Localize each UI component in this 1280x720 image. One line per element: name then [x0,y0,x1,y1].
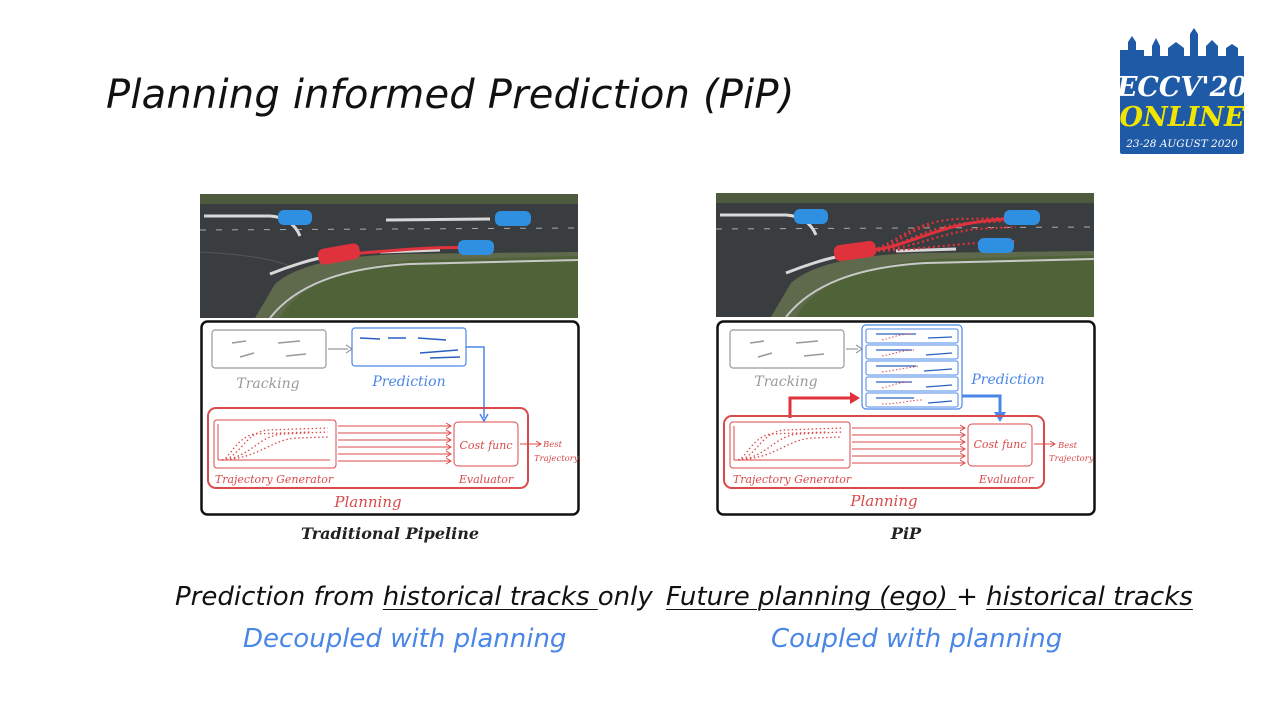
slide-title: Planning informed Prediction (PiP) [106,72,795,118]
cost-func-label: Cost func [973,438,1026,451]
pip-pipeline-diagram: Tracking Prediction Trajectory Generator [716,320,1096,516]
left-road-image [200,194,578,318]
cost-func-box [453,421,519,467]
trajectory-label: Trajectory [534,454,579,464]
logo-dates: 23-28 AUGUST 2020 [1125,138,1238,150]
trajectory-generator-label: Trajectory Generator [215,473,334,486]
prediction-box [861,324,963,410]
trajectory-label: Trajectory [1049,454,1094,464]
eccv-logo: ECCV'20 ONLINE 23-28 AUGUST 2020 [1118,28,1246,154]
tracking-label: Tracking [754,374,817,390]
trajectory-generator-box [729,421,851,469]
planning-box [723,415,1045,489]
cost-func-box [967,423,1033,467]
left-subtitle: Decoupled with planning [243,624,567,654]
right-statement-underlined-1: Future planning (ego) [666,582,957,612]
right-statement-plus: + [956,582,987,612]
left-statement: Prediction from historical tracks only [175,582,653,612]
left-caption: Traditional Pipeline [300,524,480,543]
tracking-box [729,329,845,369]
left-statement-plain-1: Prediction from [175,582,383,612]
planning-box [207,407,529,489]
logo-subtitle: ONLINE [1119,102,1244,133]
logo-name: ECCV'20 [1118,72,1246,103]
best-label: Best [542,440,563,450]
prediction-label: Prediction [371,374,445,390]
planning-label: Planning [849,492,917,510]
trajectory-generator-box [213,419,337,469]
planning-label: Planning [333,493,401,511]
traditional-pipeline-diagram: Tracking Prediction Trajectory Generator… [200,320,580,516]
right-subtitle: Coupled with planning [771,624,1063,654]
tracking-label: Tracking [236,376,299,392]
prediction-label: Prediction [970,372,1044,388]
right-caption: PiP [890,524,922,543]
right-road-image [716,193,1094,317]
trajectory-generator-label: Trajectory Generator [733,473,852,486]
evaluator-label: Evaluator [458,473,514,486]
evaluator-label: Evaluator [978,473,1034,486]
tracking-box [211,329,327,369]
cost-func-label: Cost func [459,439,512,452]
left-statement-underlined: historical tracks [382,582,598,612]
left-statement-plain-2: only [597,582,653,612]
right-statement-underlined-2: historical tracks [986,582,1193,612]
right-statement: Future planning (ego) + historical track… [666,582,1193,612]
best-label: Best [1057,441,1078,451]
